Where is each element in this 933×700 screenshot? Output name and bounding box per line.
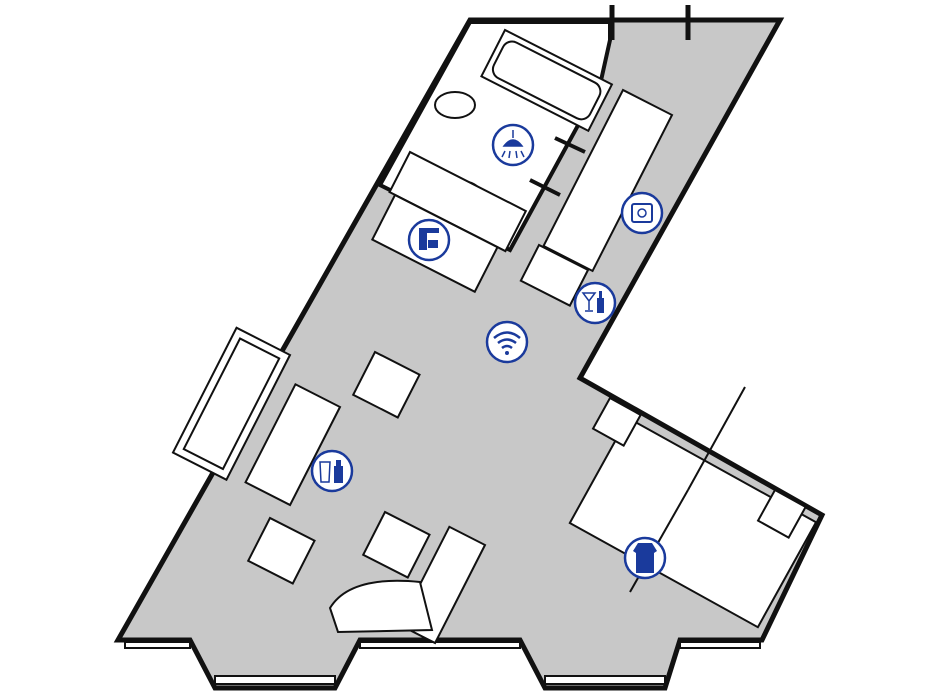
bathtub-inner xyxy=(491,40,602,121)
outer-wall xyxy=(113,17,826,691)
bathrobe-icon xyxy=(623,536,667,580)
water-bottle-icon xyxy=(310,449,354,493)
minibar-icon xyxy=(573,281,617,325)
desk-chair xyxy=(328,579,434,634)
armchair xyxy=(246,516,316,585)
bathroom-door-jamb xyxy=(554,136,586,154)
windows xyxy=(124,641,761,685)
wifi-icon xyxy=(485,320,529,364)
minibar-cabinet xyxy=(519,243,590,307)
armchair xyxy=(361,510,431,579)
nightstand xyxy=(756,488,807,539)
wardrobe xyxy=(542,88,674,273)
furniture xyxy=(171,28,818,645)
coffee-table xyxy=(244,382,342,507)
coffee-machine-icon xyxy=(407,218,451,262)
toilet xyxy=(434,91,476,119)
nightstand xyxy=(591,396,642,447)
icons xyxy=(310,123,667,580)
shower-icon xyxy=(491,123,535,167)
armchair xyxy=(351,350,421,419)
sofa-inner xyxy=(182,337,281,471)
bathroom-door-jamb xyxy=(529,178,561,197)
bed xyxy=(568,416,818,629)
safe-icon xyxy=(620,191,664,235)
